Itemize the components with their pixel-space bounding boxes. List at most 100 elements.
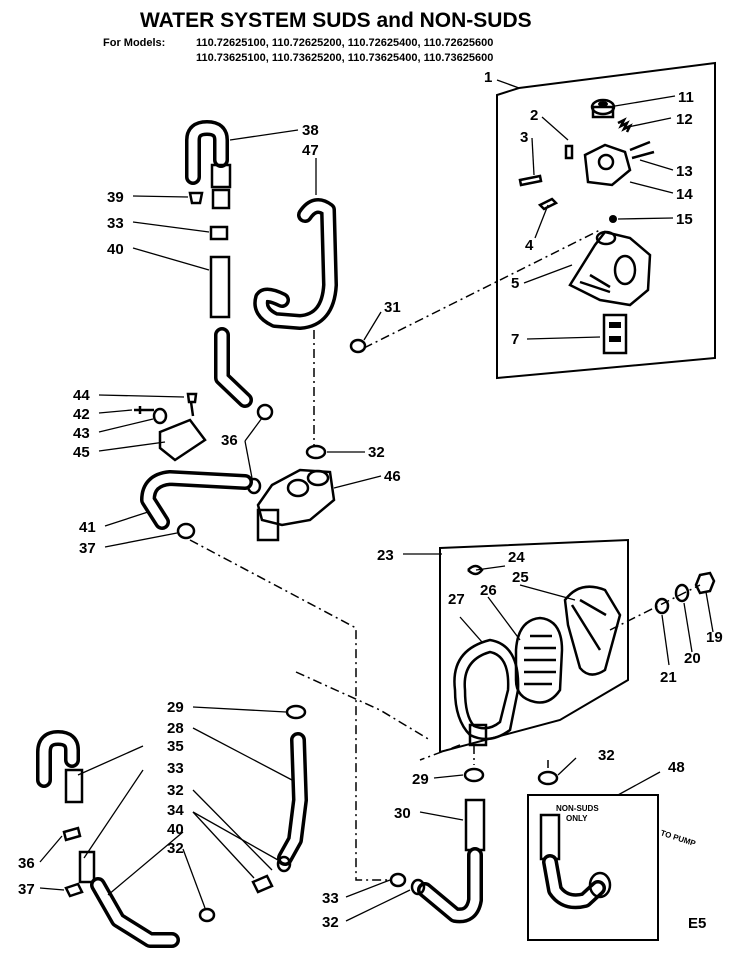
part-31-washer — [349, 338, 367, 354]
label-38: 38 — [302, 122, 319, 139]
label-5: 5 — [511, 275, 519, 292]
label-42: 42 — [73, 406, 90, 423]
part-15-washer — [609, 215, 617, 223]
part-32-washer-c — [198, 907, 216, 923]
label-29-lower: 29 — [412, 771, 429, 788]
label-32-center: 32 — [322, 914, 339, 931]
part-12-spring — [617, 117, 633, 133]
leader-lines — [39, 79, 714, 922]
part-32-washer-upper — [305, 444, 327, 460]
label-33-upper: 33 — [107, 215, 124, 232]
part-48-tube — [539, 813, 561, 861]
label-36-upper: 36 — [221, 432, 238, 449]
dispenser-group — [419, 538, 716, 761]
label-3: 3 — [520, 129, 528, 146]
models-line-2: 110.73625100, 110.73625200, 110.73625400… — [196, 52, 493, 64]
assembly-1-frame — [496, 61, 716, 380]
label-4: 4 — [525, 237, 534, 254]
page-title: WATER SYSTEM SUDS and NON-SUDS — [140, 9, 532, 32]
label-40-lower: 40 — [167, 821, 184, 838]
label-33-center: 33 — [322, 890, 339, 907]
label-32-lower-b: 32 — [167, 782, 184, 799]
part-29-washer-upper — [285, 704, 307, 720]
label-19: 19 — [706, 629, 723, 646]
non-suds-label-2: ONLY — [566, 814, 588, 823]
label-37-lower: 37 — [18, 881, 35, 898]
part-30-tube — [464, 798, 486, 852]
label-32-lower-d: 32 — [598, 747, 615, 764]
label-45: 45 — [73, 444, 90, 461]
part-26-screen — [514, 616, 564, 704]
label-28: 28 — [167, 720, 184, 737]
label-1: 1 — [484, 69, 492, 86]
part-32-washer-d — [537, 770, 559, 786]
label-32-upper: 32 — [368, 444, 385, 461]
part-4-clip — [537, 197, 559, 211]
callout-numbers: 1 2 3 4 5 7 11 12 13 14 15 38 47 39 33 4… — [18, 69, 723, 932]
part-7-inlet-fitting — [602, 313, 628, 355]
label-46: 46 — [384, 468, 401, 485]
label-23: 23 — [377, 547, 394, 564]
non-suds-label-1: NON-SUDS — [556, 804, 599, 813]
part-14-valve-coil — [583, 143, 632, 187]
part-45-bracket — [158, 418, 207, 462]
label-35: 35 — [167, 738, 184, 755]
label-26: 26 — [480, 582, 497, 599]
part-25-cover — [563, 585, 622, 676]
label-20: 20 — [684, 650, 701, 667]
part-36-clamp-bottom — [62, 826, 82, 842]
part-48-frame — [527, 794, 659, 941]
label-13: 13 — [676, 163, 693, 180]
label-25: 25 — [512, 569, 529, 586]
label-44: 44 — [73, 387, 90, 404]
label-15: 15 — [676, 211, 693, 228]
part-2-screw — [564, 144, 574, 160]
part-33-coupler — [209, 225, 229, 241]
label-7: 7 — [511, 331, 519, 348]
label-27: 27 — [448, 591, 465, 608]
label-31: 31 — [384, 299, 401, 316]
part-47-hose — [253, 198, 338, 330]
part-44-screw — [186, 392, 198, 417]
label-32-lower-c: 32 — [167, 840, 184, 857]
label-29-upper: 29 — [167, 699, 184, 716]
part-39-clamp — [188, 191, 204, 205]
lower-hose-group: NON-SUDS ONLY TO PUMP — [36, 671, 697, 948]
label-2: 2 — [530, 107, 538, 124]
part-24-clip — [467, 564, 484, 576]
label-12: 12 — [676, 111, 693, 128]
label-47: 47 — [302, 142, 319, 159]
label-21: 21 — [660, 669, 677, 686]
assembly-23-frame — [439, 538, 629, 754]
label-30: 30 — [394, 805, 411, 822]
label-40-upper: 40 — [107, 241, 124, 258]
label-37-upper: 37 — [79, 540, 96, 557]
part-37-clamp-bottom — [64, 882, 84, 898]
label-34: 34 — [167, 802, 184, 819]
label-33-lower: 33 — [167, 760, 184, 777]
label-36-lower: 36 — [18, 855, 35, 872]
part-32-washer-e — [410, 878, 426, 896]
part-21-washer — [654, 597, 670, 615]
part-20-washer — [674, 583, 690, 603]
part-43-washer — [152, 407, 168, 425]
upper-hose-group — [134, 120, 367, 542]
part-33-coupler-center — [389, 872, 407, 888]
part-42-screw — [134, 406, 154, 414]
part-46-fitting — [256, 468, 336, 527]
label-43: 43 — [73, 425, 90, 442]
models-line-1: 110.72625100, 110.72625200, 110.72625400… — [196, 37, 493, 49]
part-34-coupler — [251, 874, 274, 894]
part-19-nut — [694, 571, 716, 595]
part-32-washer-b — [276, 855, 292, 873]
to-pump-label: TO PUMP — [659, 828, 697, 848]
label-11: 11 — [678, 89, 694, 106]
part-40-tube — [209, 255, 231, 319]
page-code: E5 — [688, 915, 706, 932]
label-24: 24 — [508, 549, 525, 566]
part-3-pin — [518, 174, 543, 187]
part-33-coupler-bottom — [78, 850, 96, 884]
label-48: 48 — [668, 759, 685, 776]
part-36-clamp — [256, 403, 274, 421]
